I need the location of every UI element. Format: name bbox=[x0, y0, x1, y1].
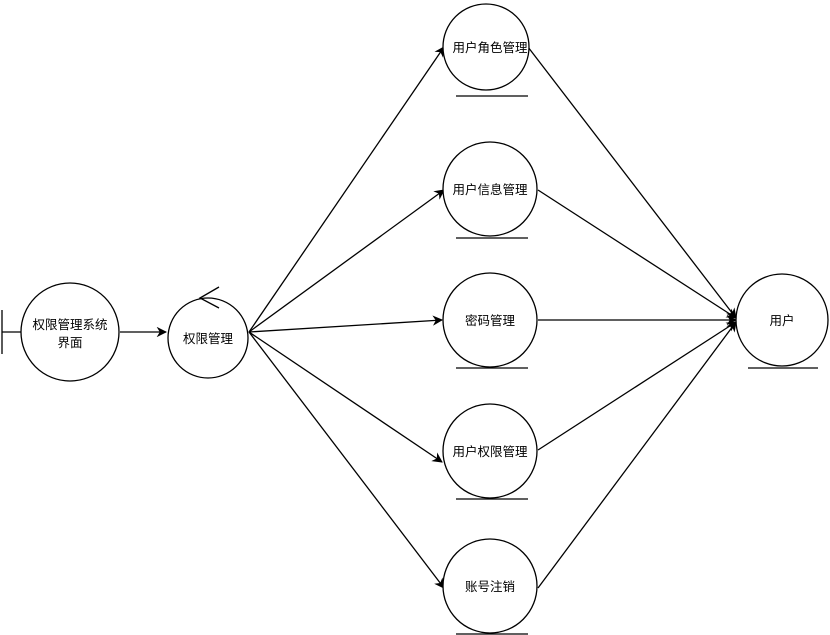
cancel-circle bbox=[442, 538, 538, 634]
info-label: 用户信息管理 bbox=[452, 182, 528, 197]
role-circle bbox=[442, 3, 530, 91]
interface-label-line1: 权限管理系统 bbox=[32, 317, 107, 332]
node-password[interactable]: 密码管理 bbox=[442, 272, 538, 369]
info-circle bbox=[442, 141, 538, 237]
node-user[interactable]: 用户 bbox=[735, 273, 829, 369]
node-control[interactable]: 权限管理 bbox=[167, 286, 249, 379]
password-circle bbox=[442, 272, 538, 368]
cancel-label: 账号注销 bbox=[465, 579, 515, 594]
node-interface[interactable]: 权限管理系统 界面 bbox=[1, 282, 120, 382]
permission-circle bbox=[442, 403, 538, 499]
role-label: 用户角色管理 bbox=[452, 40, 528, 55]
edge-cancel-to-user bbox=[537, 321, 737, 589]
edge-permission-to-user bbox=[537, 321, 737, 451]
user-label: 用户 bbox=[769, 313, 794, 328]
control-arrow-icon bbox=[198, 286, 220, 309]
node-cancel[interactable]: 账号注销 bbox=[442, 538, 538, 635]
control-label: 权限管理 bbox=[183, 331, 234, 346]
node-info[interactable]: 用户信息管理 bbox=[442, 141, 538, 239]
password-label: 密码管理 bbox=[465, 313, 516, 328]
control-circle bbox=[167, 297, 249, 379]
edge-info-to-user bbox=[537, 189, 737, 319]
edge-role-to-user bbox=[527, 46, 737, 319]
edge-control-to-role bbox=[248, 46, 445, 333]
user-circle bbox=[735, 273, 829, 367]
edge-control-to-info bbox=[248, 189, 445, 333]
node-permission[interactable]: 用户权限管理 bbox=[442, 403, 538, 500]
node-role[interactable]: 用户角色管理 bbox=[442, 3, 530, 97]
edge-control-to-password bbox=[248, 315, 444, 333]
edge-control-to-permission bbox=[248, 331, 443, 463]
edge-control-to-cancel bbox=[248, 331, 445, 589]
interface-label-line2: 界面 bbox=[57, 335, 82, 350]
permission-label: 用户权限管理 bbox=[452, 444, 528, 459]
boundary-circle bbox=[20, 282, 120, 382]
